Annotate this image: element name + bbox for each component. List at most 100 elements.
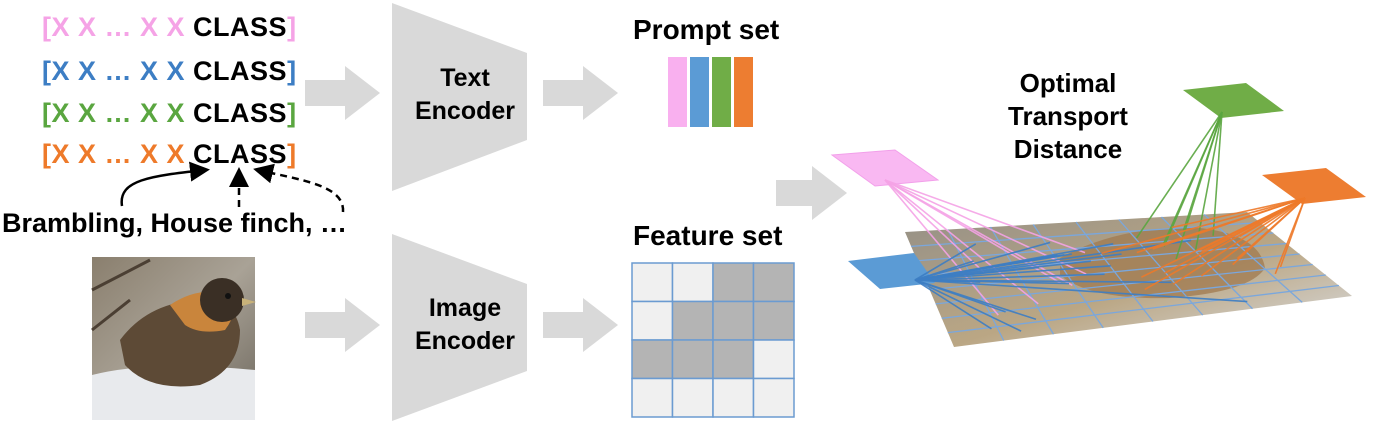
feature-set-grid bbox=[631, 262, 795, 418]
ot-transport-line bbox=[914, 265, 1111, 281]
text-encoder-line2: Encoder bbox=[414, 97, 516, 125]
flow-arrow-image-in bbox=[305, 298, 380, 352]
image-encoder-line2: Encoder bbox=[414, 327, 516, 355]
ot-transport-line bbox=[884, 179, 1086, 254]
bird-image bbox=[91, 257, 256, 420]
ot-transport-line bbox=[1182, 111, 1223, 231]
ot-transport-line bbox=[1232, 197, 1306, 266]
feature-cell bbox=[631, 262, 674, 303]
ot-line1: Optimal bbox=[1019, 68, 1117, 98]
ot-transport-line bbox=[1279, 197, 1306, 268]
prompt-close: ] bbox=[287, 56, 297, 86]
feature-cell bbox=[752, 300, 795, 341]
prompt-close: ] bbox=[287, 12, 297, 42]
prompt-row-orange: [X X … X X CLASS] bbox=[42, 139, 297, 170]
ot-transport-line bbox=[1212, 111, 1223, 236]
prompt-close: ] bbox=[287, 98, 297, 128]
feature-cell bbox=[671, 262, 714, 303]
feature-cell bbox=[712, 377, 755, 418]
ot-transport-line bbox=[914, 273, 1105, 281]
text-encoder-line1: Text bbox=[440, 64, 490, 92]
feature-cell bbox=[631, 300, 674, 341]
prompt-set-title: Prompt set bbox=[633, 14, 780, 45]
ot-transport-line bbox=[914, 253, 1065, 281]
ot-blue-square bbox=[848, 253, 935, 289]
ot-transport-line bbox=[914, 279, 959, 282]
prompt-row-blue: [X X … X X CLASS] bbox=[42, 56, 297, 87]
feature-cell bbox=[631, 377, 674, 418]
pointer-arrow-solid bbox=[120, 161, 210, 207]
feature-cell bbox=[712, 300, 755, 341]
prompt-bar-3 bbox=[734, 57, 753, 127]
ot-transport-line bbox=[914, 241, 1051, 281]
ot-transport-line bbox=[1173, 197, 1306, 285]
ot-transport-line bbox=[1171, 197, 1306, 229]
flow-arrow-image-out bbox=[543, 298, 618, 352]
flow-arrow-to-ot bbox=[776, 166, 847, 220]
ot-transport-line bbox=[914, 279, 1248, 303]
ot-transport-line bbox=[1135, 111, 1223, 239]
class-token: CLASS bbox=[193, 12, 288, 42]
prompt-row-pink: [X X … X X CLASS] bbox=[42, 12, 297, 43]
prompt-bar-0 bbox=[668, 57, 687, 127]
prompt-bar-2 bbox=[712, 57, 731, 127]
pointer-arrow-dashed-2 bbox=[253, 163, 345, 213]
class-names-label: Brambling, House finch, … bbox=[2, 208, 348, 238]
ot-transport-line bbox=[884, 179, 1087, 275]
feature-cell bbox=[671, 339, 714, 380]
ot-transport-line bbox=[1101, 197, 1306, 255]
feature-cell bbox=[671, 377, 714, 418]
image-encoder-line1: Image bbox=[428, 294, 502, 322]
text-encoder-label: Text Encoder bbox=[390, 62, 540, 128]
feature-cell bbox=[752, 339, 795, 380]
feature-cell bbox=[631, 339, 674, 380]
ot-green-square bbox=[1183, 83, 1284, 118]
prompt-close: ] bbox=[287, 139, 297, 169]
prompt-row-green: [X X … X X CLASS] bbox=[42, 98, 297, 129]
plane-grid-line bbox=[935, 263, 1313, 305]
ot-transport-line bbox=[914, 279, 1037, 321]
feature-set-title: Feature set bbox=[633, 220, 783, 251]
plane-grid-line bbox=[1203, 214, 1303, 303]
ot-transport-line bbox=[884, 179, 1039, 305]
ot-line2: Transport bbox=[1008, 101, 1128, 131]
plane-grid-line bbox=[947, 284, 1339, 334]
ot-transport-line bbox=[914, 239, 1192, 281]
feature-cell bbox=[712, 339, 755, 380]
ot-transport-line bbox=[1141, 197, 1306, 278]
ot-distance-label: Optimal Transport Distance bbox=[988, 67, 1148, 166]
prompt-set-bars bbox=[668, 57, 753, 127]
feature-cell bbox=[752, 377, 795, 418]
image-encoder-shape bbox=[392, 234, 527, 421]
plane-grid-line bbox=[941, 274, 1326, 319]
ot-transport-line bbox=[884, 179, 985, 273]
ot-transport-line bbox=[884, 179, 999, 316]
ot-transport-line bbox=[1136, 197, 1306, 254]
flow-arrow-text-out bbox=[543, 66, 618, 120]
ot-image-plane bbox=[905, 212, 1352, 347]
ot-transport-line bbox=[914, 279, 1022, 332]
class-token: CLASS bbox=[193, 56, 288, 86]
ot-pink-square bbox=[830, 149, 940, 187]
ot-transport-line bbox=[1162, 111, 1223, 245]
text-encoder-shape bbox=[392, 3, 527, 191]
ot-transport-line bbox=[914, 243, 977, 281]
ot-transport-line bbox=[1239, 197, 1306, 238]
prompt-tokens: [X X … X X bbox=[42, 56, 194, 86]
ot-line3: Distance bbox=[1013, 134, 1123, 164]
feature-cell bbox=[671, 300, 714, 341]
ot-transport-lines bbox=[884, 111, 1306, 332]
ot-orange-square bbox=[1262, 168, 1366, 204]
prompt-tokens: [X X … X X bbox=[42, 12, 194, 42]
class-token: CLASS bbox=[193, 98, 288, 128]
class-token: CLASS bbox=[193, 139, 288, 169]
ot-transport-line bbox=[1200, 197, 1306, 277]
image-encoder-label: Image Encoder bbox=[390, 292, 540, 358]
prompt-tokens: [X X … X X bbox=[42, 98, 194, 128]
feature-cell bbox=[752, 262, 795, 303]
feature-cell bbox=[712, 262, 755, 303]
ot-transport-line bbox=[914, 279, 992, 330]
prompt-tokens: [X X … X X bbox=[42, 139, 194, 169]
